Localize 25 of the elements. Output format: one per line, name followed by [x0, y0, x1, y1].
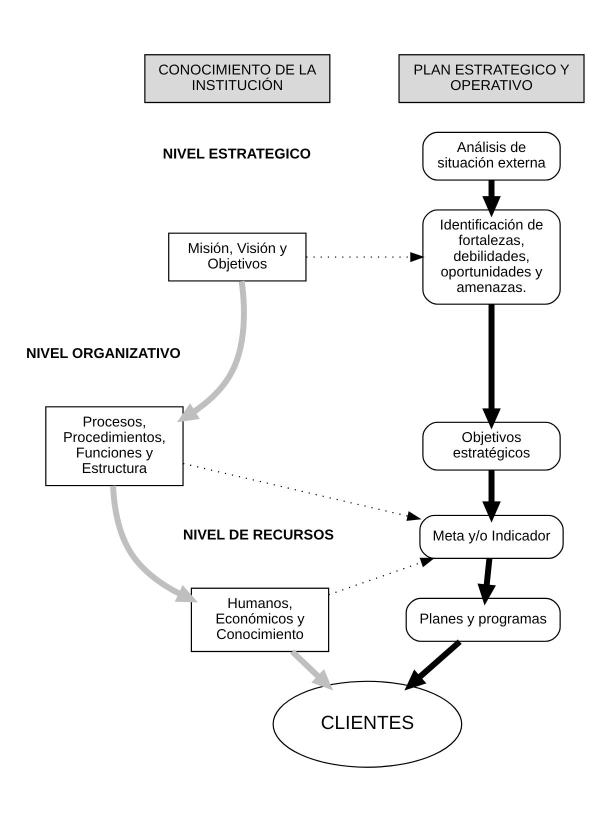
arrow: [482, 180, 501, 218]
arrow: [328, 558, 435, 596]
arrow: [482, 470, 501, 523]
node-box: Procesos, Procedimientos, Funciones y Estructura: [45, 406, 184, 486]
arrow: [306, 252, 425, 262]
label: NIVEL ESTRATEGICO: [162, 146, 311, 163]
arrow: [176, 280, 247, 422]
node-ellipse: CLIENTES: [272, 680, 462, 768]
node-box: Meta y/o Indicador: [419, 514, 564, 559]
node-box: Planes y programas: [406, 598, 561, 642]
node-box: PLAN ESTRATEGICO Y OPERATIVO: [398, 54, 585, 104]
label: NIVEL ORGANIZATIVO: [26, 346, 181, 362]
arrow: [110, 486, 198, 602]
arrow: [290, 649, 333, 690]
node-box: Identificación de fortalezas, debilidades, oportunidades y amenazas.: [422, 209, 561, 305]
label: NIVEL DE RECURSOS: [183, 527, 334, 544]
node-box: Misión, Visión y Objetivos: [168, 232, 307, 282]
arrow: [482, 304, 501, 430]
node-box: Análisis de situación externa: [422, 132, 561, 181]
arrow: [404, 639, 462, 690]
arrow: [183, 462, 422, 521]
node-box: Humanos, Económicos y Conocimiento: [190, 588, 330, 652]
node-box: Objetivos estratégicos: [422, 422, 561, 471]
node-box: CONOCIMIENTO DE LA INSTITUCIÓN: [144, 54, 330, 104]
arrow: [478, 558, 496, 606]
